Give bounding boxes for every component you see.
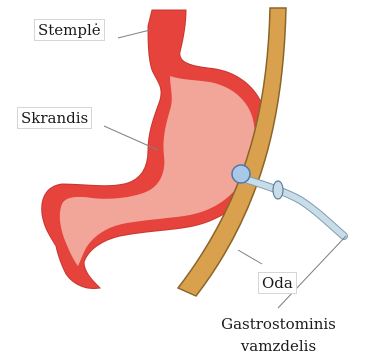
tube-outline (248, 180, 344, 236)
skin-label: Oda (258, 272, 297, 294)
gastrostomy-tube-label: Gastrostominis vamzdelis (185, 312, 366, 358)
tube-bolster (273, 181, 283, 199)
gastrostomy-tube-label-line1: Gastrostominis (188, 313, 366, 335)
leader-line-esophagus (118, 30, 150, 38)
leader-line-skin (238, 250, 262, 264)
stomach-label: Skrandis (17, 107, 92, 129)
gastrostomy-tube-label-line2: vamzdelis (188, 335, 366, 357)
esophagus-label: Stemplė (34, 19, 105, 41)
internal-balloon (232, 165, 250, 183)
